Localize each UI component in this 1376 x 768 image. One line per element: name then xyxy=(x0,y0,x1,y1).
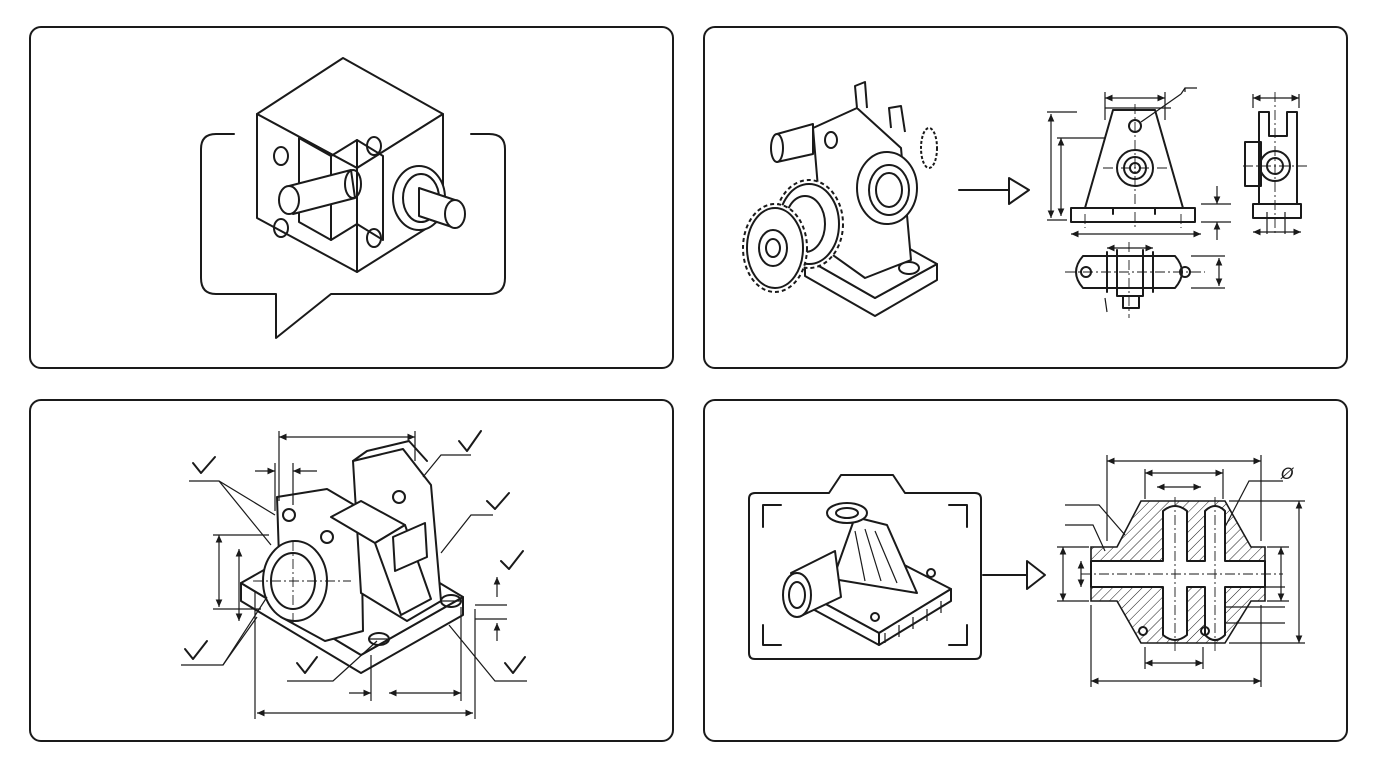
gear-bracket-icon xyxy=(743,82,937,316)
panel-isometric-to-orthographic xyxy=(703,26,1348,369)
arrow-right-icon xyxy=(983,561,1045,589)
isometric-block-icon xyxy=(257,58,465,272)
panel-photo-to-section: Ø xyxy=(703,399,1348,742)
panel-speech-bubble-part xyxy=(29,26,674,369)
arrow-right-icon xyxy=(959,178,1029,204)
panel-dimension-check xyxy=(29,399,674,742)
orthographic-views-icon xyxy=(1047,88,1309,318)
section-view-icon: Ø xyxy=(1057,455,1305,687)
checkmark-icon xyxy=(185,431,525,673)
dimensioned-bracket-icon xyxy=(181,431,527,719)
camera-frame-icon xyxy=(749,475,981,659)
diameter-symbol: Ø xyxy=(1280,464,1294,483)
speech-bubble-icon xyxy=(201,134,505,338)
